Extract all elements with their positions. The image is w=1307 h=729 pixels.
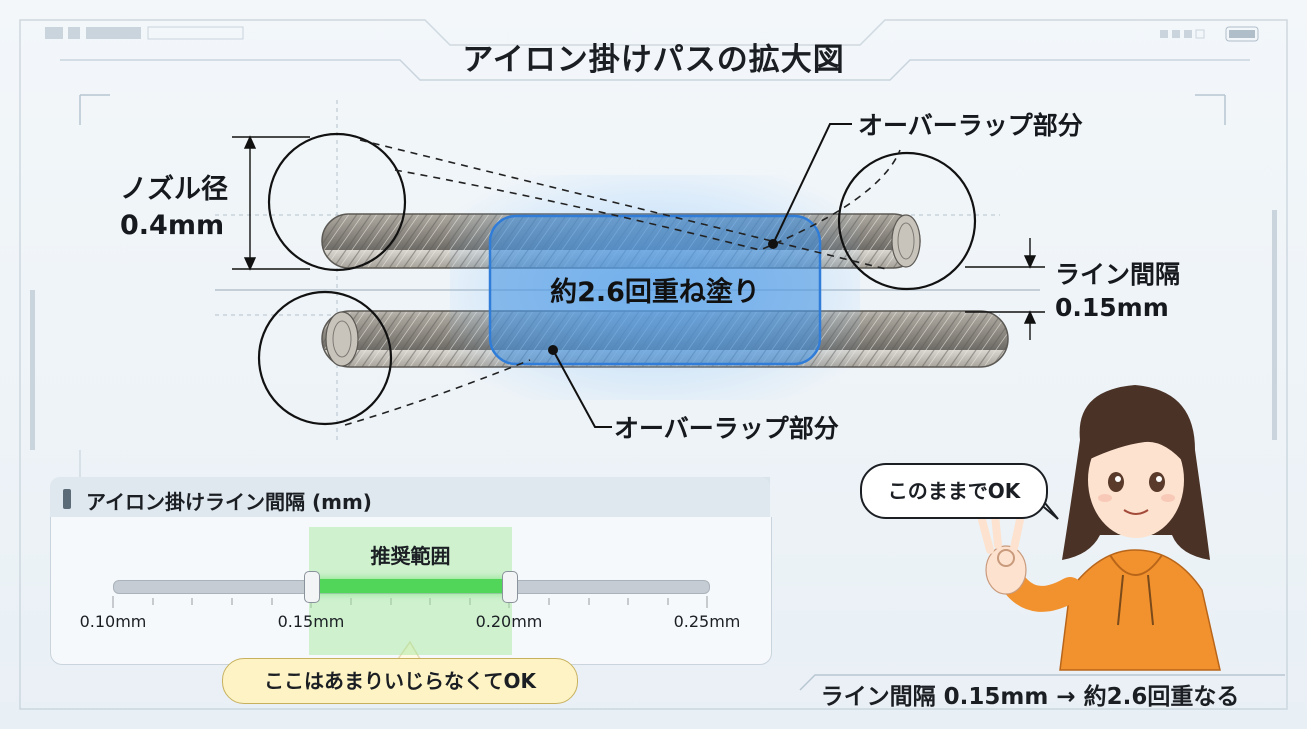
overlap-count-label: 約2.6回重ね塗り (550, 277, 760, 308)
slider-thumb-max[interactable] (502, 571, 518, 603)
guide-character-illustration (978, 385, 1221, 671)
slider-callout: ここはあまりいじらなくてOK (222, 658, 578, 704)
overlap-label-bottom: オーバーラップ部分 (614, 414, 839, 443)
slider-thumb-min[interactable] (304, 571, 320, 603)
line-gap-label: ライン間隔 0.15mm (1055, 258, 1180, 324)
tick-label-0: 0.10mm (79, 612, 147, 631)
nozzle-circle-bottom-left (257, 290, 393, 426)
slider-panel-title: アイロン掛けライン間隔 (mm) (86, 490, 372, 514)
slider-panel-header (50, 477, 770, 517)
recommended-range-label: 推奨範囲 (370, 544, 451, 568)
overlap-label-top: オーバーラップ部分 (858, 111, 1083, 140)
line-gap-value: 0.15mm (1055, 293, 1169, 322)
footer-summary: ライン間隔 0.15mm → 約2.6回重なる (820, 684, 1240, 710)
line-gap-label-text: ライン間隔 (1055, 260, 1181, 289)
page-title: アイロン掛けパスの拡大図 (462, 42, 845, 78)
tick-label-2: 0.20mm (475, 612, 543, 631)
nozzle-circle-top-left (267, 132, 407, 272)
nozzle-circle-top-right (837, 151, 977, 291)
tick-label-3: 0.25mm (673, 612, 741, 631)
overlap-highlight-box (488, 214, 822, 366)
tick-label-1: 0.15mm (277, 612, 345, 631)
panel-header-accent (63, 489, 71, 509)
slider-active-range (311, 579, 509, 593)
nozzle-value: 0.4mm (120, 210, 225, 241)
nozzle-diameter-label: ノズル径 0.4mm (120, 172, 228, 244)
speech-bubble: このままでOK (860, 463, 1048, 519)
nozzle-label-text: ノズル径 (120, 174, 228, 205)
